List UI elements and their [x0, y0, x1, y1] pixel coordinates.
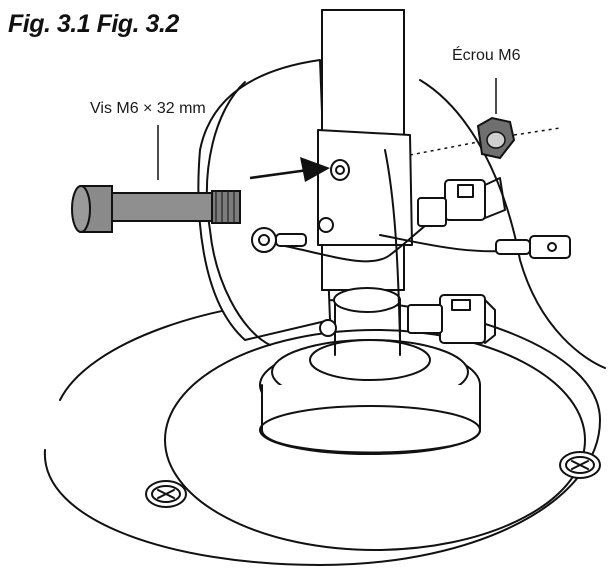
- insert-arrow: [249, 157, 330, 182]
- figure-title-b: Fig. 3.2: [96, 10, 180, 38]
- rod-collar: [317, 129, 413, 246]
- connector-lower: [439, 294, 486, 344]
- ring-terminal-right: [529, 235, 571, 259]
- bolt-label: Vis M6 × 32 mm: [90, 100, 206, 117]
- figure-title-a: Fig. 3.1: [8, 10, 91, 38]
- nut-label: Écrou M6: [452, 47, 521, 64]
- figure-title: Fig. 3.1 Fig. 3.2: [8, 10, 179, 39]
- hex-socket-bolt-icon: [71, 185, 241, 233]
- ring-terminal-left: [251, 227, 277, 253]
- phillips-screw-icon-right: [559, 451, 601, 479]
- housing-right-curve: [419, 79, 606, 369]
- motor-housing: [197, 59, 331, 341]
- hex-nut-icon: [409, 116, 561, 160]
- phillips-screw-icon: [145, 480, 187, 508]
- housing-left-curve: [205, 81, 271, 346]
